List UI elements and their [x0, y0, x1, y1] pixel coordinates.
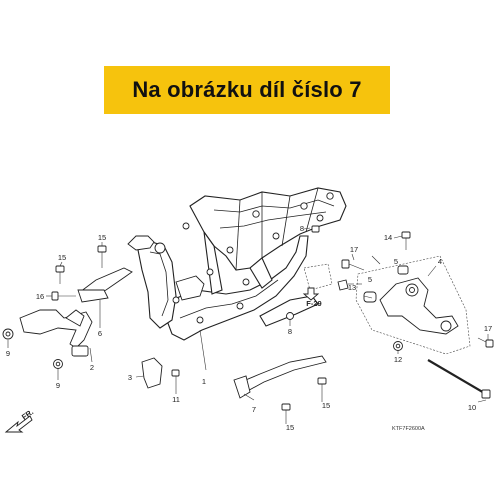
callout-3: 3 — [128, 373, 132, 382]
bolt-8-top — [311, 225, 320, 233]
reference-arrow — [302, 263, 333, 301]
callout-5a: 5 — [368, 275, 372, 284]
bolt-16 — [51, 291, 76, 301]
bolt-15-mid — [317, 377, 327, 398]
drawing-code: KTF7F2600A — [392, 426, 425, 432]
callout-16: 16 — [36, 292, 44, 301]
clip-13 — [337, 279, 354, 291]
bolt-14 — [401, 231, 411, 250]
callout-17b: 17 — [484, 324, 492, 333]
callout-9a: 9 — [6, 349, 10, 358]
bolt-10 — [427, 359, 491, 399]
callout-1: 1 — [202, 377, 206, 386]
bolt-11 — [171, 369, 180, 390]
nut-9-left — [2, 328, 14, 340]
bolt-17-upper — [341, 259, 365, 271]
part-4-assembly — [355, 255, 471, 355]
part-6-bracket — [77, 267, 133, 322]
bolt-15-bottom — [281, 403, 291, 424]
bolt-8-mid — [286, 312, 294, 320]
callout-9b: 9 — [56, 381, 60, 390]
front-arrow-icon — [4, 415, 33, 433]
callout-5b: 5 — [394, 257, 398, 266]
callout-4: 4 — [438, 257, 442, 266]
front-direction-label: FR. — [20, 407, 35, 421]
leader-lines — [7, 227, 489, 403]
callout-13: 13 — [348, 283, 356, 292]
part-7-lower-stay — [233, 355, 327, 399]
bolt-17-right — [477, 337, 494, 348]
callout-10: 10 — [468, 403, 476, 412]
callout-labels: 1 2 3 4 5 5 6 7 8 8 9 9 10 11 12 13 14 1… — [6, 224, 492, 432]
bolt-15-top — [97, 245, 107, 268]
callout-7: 7 — [252, 405, 256, 414]
part-3-bracket — [141, 357, 163, 389]
callout-17a: 17 — [350, 245, 358, 254]
callout-8b: 8 — [288, 327, 292, 336]
callout-15a: 15 — [98, 233, 106, 242]
callout-2: 2 — [90, 363, 94, 372]
banner-text: Na obrázku díl číslo 7 — [132, 77, 362, 102]
part-2-bracket — [19, 309, 93, 357]
frame-body — [127, 187, 347, 341]
callout-15b: 15 — [58, 253, 66, 262]
bolt-15-left — [55, 265, 65, 284]
callout-12: 12 — [394, 355, 402, 364]
reference-label: F-29 — [306, 299, 321, 308]
front-direction-indicator: FR. — [4, 407, 35, 433]
part-number-banner: Na obrázku díl číslo 7 — [104, 66, 390, 114]
nut-9-lower — [53, 359, 63, 369]
callout-6: 6 — [98, 329, 102, 338]
callout-15d: 15 — [286, 423, 294, 432]
callout-14: 14 — [384, 233, 392, 242]
callout-15c: 15 — [322, 401, 330, 410]
nut-12 — [393, 341, 403, 351]
callout-11: 11 — [172, 395, 180, 404]
callout-8a: 8 — [300, 224, 304, 233]
